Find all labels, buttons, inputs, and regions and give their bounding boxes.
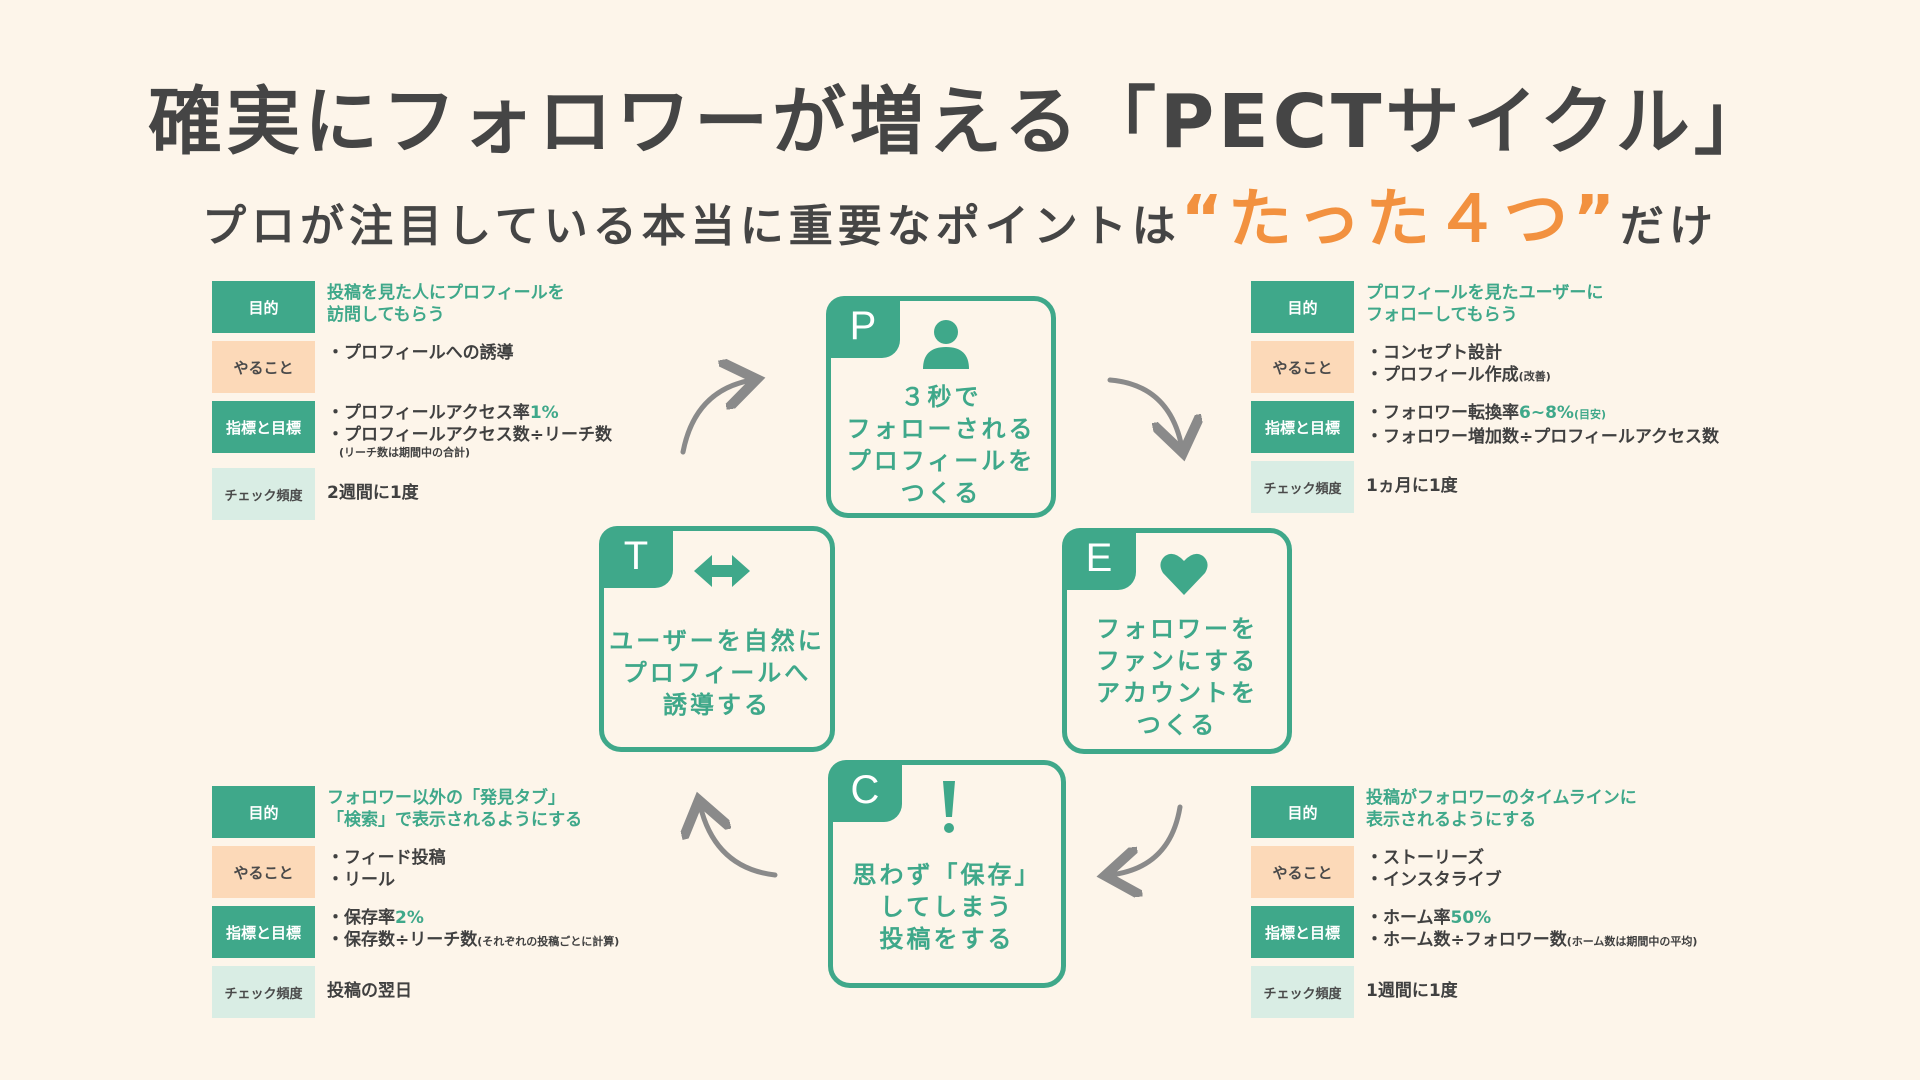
page-subtitle: プロが注目している本当に重要なポイントは“たった４つ”だけ: [0, 168, 1920, 260]
purpose-row: 目的 投稿を見た人にプロフィールを 訪問してもらう: [212, 281, 772, 333]
todo-label: やること: [1251, 846, 1354, 898]
info-panel-top-left: 目的 投稿を見た人にプロフィールを 訪問してもらう やること ・プロフィールへの…: [212, 281, 772, 528]
cycle-card-t: T ユーザーを自然に プロフィールへ 誘導する: [599, 526, 835, 752]
purpose-text: 投稿がフォロワーのタイムラインに 表示されるようにする: [1366, 788, 1637, 830]
frequency-label: チェック頻度: [212, 468, 315, 520]
frequency-label: チェック頻度: [1251, 966, 1354, 1018]
todo-text: ・ストーリーズ ・インスタライブ: [1366, 848, 1502, 890]
metric-label: 指標と目標: [212, 906, 315, 958]
todo-label: やること: [1251, 341, 1354, 393]
cycle-letter-p: P: [826, 296, 900, 358]
frequency-row: チェック頻度 投稿の翌日: [212, 966, 772, 1018]
double-arrow-icon: [694, 555, 750, 587]
purpose-row: 目的 フォロワー以外の「発見タブ」 「検索」で表示されるようにする: [212, 786, 772, 838]
cycle-letter-e: E: [1062, 528, 1136, 590]
subtitle-highlight: “たった４つ”: [1180, 183, 1620, 257]
metric-text: ・プロフィールアクセス率1% ・プロフィールアクセス数÷リーチ数 (リーチ数は期…: [327, 403, 613, 459]
frequency-row: チェック頻度 1週間に1度: [1251, 966, 1811, 1018]
todo-label: やること: [212, 341, 315, 393]
arrow-top-left: [680, 380, 752, 455]
arrow-bottom-right: [1110, 804, 1183, 875]
subtitle-prefix: プロが注目している本当に重要なポイントは: [202, 201, 1181, 252]
todo-row: やること ・コンセプト設計 ・プロフィール作成(改善): [1251, 341, 1811, 393]
purpose-label: 目的: [1251, 281, 1354, 333]
purpose-row: 目的 プロフィールを見たユーザーに フォローしてもらう: [1251, 281, 1811, 333]
frequency-label: チェック頻度: [212, 966, 315, 1018]
frequency-row: チェック頻度 1ヵ月に1度: [1251, 461, 1811, 513]
metric-note: (リーチ数は期間中の合計): [339, 446, 471, 459]
cycle-letter-t: T: [599, 526, 673, 588]
metric-row: 指標と目標 ・保存率2% ・保存数÷リーチ数(それぞれの投稿ごとに計算): [212, 906, 772, 958]
cycle-letter-c: C: [828, 760, 902, 822]
metric-label: 指標と目標: [212, 401, 315, 453]
cycle-label-c: 思わず「保存」 してしまう 投稿をする: [852, 861, 1042, 953]
metric-row: 指標と目標 ・プロフィールアクセス率1% ・プロフィールアクセス数÷リーチ数 (…: [212, 401, 772, 460]
metric-text: ・ホーム率50% ・ホーム数÷フォロワー数(ホーム数は期間中の平均): [1366, 908, 1698, 950]
frequency-text: 投稿の翌日: [327, 981, 412, 1001]
metric-text: ・フォロワー転換率6~8%(目安) ・フォロワー増加数÷プロフィールアクセス数: [1366, 403, 1720, 447]
frequency-text: 1週間に1度: [1366, 981, 1458, 1001]
frequency-row: チェック頻度 2週間に1度: [212, 468, 772, 520]
metric-row: 指標と目標 ・ホーム率50% ・ホーム数÷フォロワー数(ホーム数は期間中の平均): [1251, 906, 1811, 958]
frequency-label: チェック頻度: [1251, 461, 1354, 513]
todo-label: やること: [212, 846, 315, 898]
metric-text: ・保存率2% ・保存数÷リーチ数(それぞれの投稿ごとに計算): [327, 908, 620, 950]
purpose-label: 目的: [1251, 786, 1354, 838]
arrow-top-right: [1107, 377, 1182, 448]
purpose-label: 目的: [212, 281, 315, 333]
purpose-label: 目的: [212, 786, 315, 838]
cycle-label-t: ユーザーを自然に プロフィールへ 誘導する: [609, 627, 825, 719]
purpose-row: 目的 投稿がフォロワーのタイムラインに 表示されるようにする: [1251, 786, 1811, 838]
todo-row: やること ・ストーリーズ ・インスタライブ: [1251, 846, 1811, 898]
todo-row: やること ・フィード投稿 ・リール: [212, 846, 772, 898]
purpose-text: 投稿を見た人にプロフィールを 訪問してもらう: [327, 283, 565, 325]
cycle-card-p: P ３秒で フォローされる プロフィールを つくる: [826, 296, 1056, 518]
todo-text: ・フィード投稿 ・リール: [327, 848, 446, 890]
subtitle-suffix: だけ: [1619, 201, 1718, 252]
metric-row: 指標と目標 ・フォロワー転換率6~8%(目安) ・フォロワー増加数÷プロフィール…: [1251, 401, 1811, 453]
cycle-card-e: E フォロワーを ファンにする アカウントを つくる: [1062, 528, 1292, 754]
todo-text: ・プロフィールへの誘導: [327, 343, 514, 363]
heart-icon: [1160, 553, 1208, 595]
arrow-bottom-left: [700, 805, 778, 878]
exclamation-icon: [943, 781, 955, 833]
cycle-label-p: ３秒で フォローされる プロフィールを つくる: [846, 383, 1036, 507]
page-title: 確実にフォロワーが増える「PECTサイクル」: [148, 79, 1772, 165]
purpose-text: フォロワー以外の「発見タブ」 「検索」で表示されるようにする: [327, 788, 583, 830]
todo-text: ・コンセプト設計 ・プロフィール作成(改善): [1366, 343, 1551, 385]
info-panel-bottom-right: 目的 投稿がフォロワーのタイムラインに 表示されるようにする やること ・ストー…: [1251, 786, 1811, 1026]
info-panel-bottom-left: 目的 フォロワー以外の「発見タブ」 「検索」で表示されるようにする やること ・…: [212, 786, 772, 1026]
purpose-text: プロフィールを見たユーザーに フォローしてもらう: [1366, 283, 1604, 325]
todo-row: やること ・プロフィールへの誘導: [212, 341, 772, 393]
cycle-card-c: C 思わず「保存」 してしまう 投稿をする: [828, 760, 1066, 988]
info-panel-top-right: 目的 プロフィールを見たユーザーに フォローしてもらう やること ・コンセプト設…: [1251, 281, 1811, 521]
metric-label: 指標と目標: [1251, 401, 1354, 453]
person-icon: [923, 320, 969, 369]
metric-label: 指標と目標: [1251, 906, 1354, 958]
frequency-text: 2週間に1度: [327, 483, 419, 503]
frequency-text: 1ヵ月に1度: [1366, 476, 1458, 496]
cycle-label-e: フォロワーを ファンにする アカウントを つくる: [1095, 615, 1259, 739]
